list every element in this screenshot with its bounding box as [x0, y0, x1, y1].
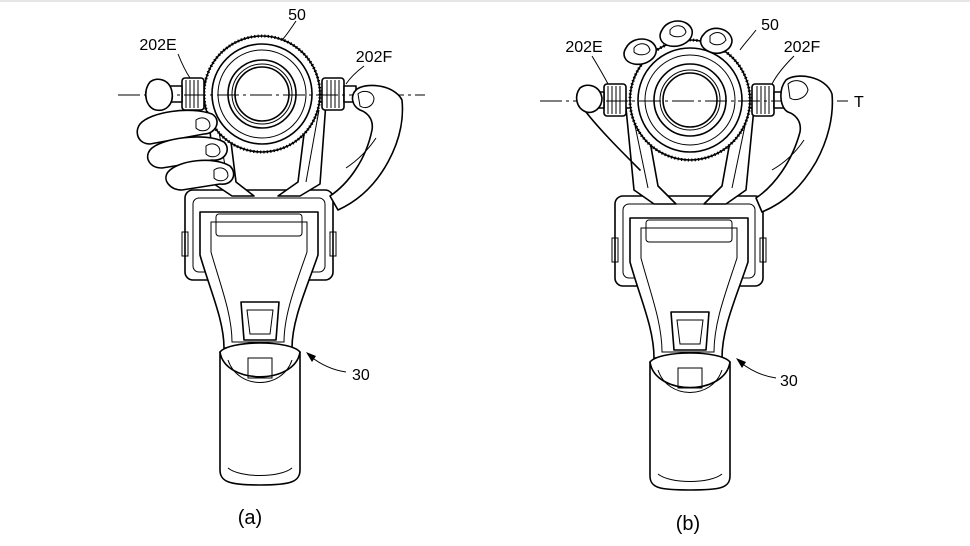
panel-b-drawing: [540, 20, 848, 491]
leader-202F-b: [771, 55, 795, 85]
leader-30-b: [739, 361, 777, 379]
grip-body-b: [611, 195, 767, 491]
label-axis-T: T: [854, 94, 864, 111]
leader-50-a: [281, 20, 297, 41]
top-fingers-b: [623, 20, 733, 66]
leader-50-b: [739, 29, 757, 51]
label-grip-a: 30: [352, 367, 370, 384]
label-202E-b: 202E: [565, 39, 602, 56]
label-lens-a: 50: [288, 7, 306, 24]
label-202F-b: 202F: [784, 39, 821, 56]
grip-body-a: [181, 189, 337, 486]
label-lens-b: 50: [761, 17, 779, 34]
caption-a: (a): [238, 507, 262, 529]
lens-b: [628, 38, 752, 162]
left-hand-b: [575, 84, 641, 171]
panel-a-drawing: [118, 20, 425, 486]
right-hand-a: [329, 84, 404, 211]
arrowhead-30-a: [306, 352, 316, 362]
lens-a: [202, 34, 322, 154]
knob-202E-a: [169, 77, 205, 111]
leader-202E-a: [177, 53, 191, 79]
leader-30-a: [309, 355, 347, 373]
arrowhead-30-b: [736, 358, 746, 368]
right-hand-b: [755, 75, 834, 213]
leader-202F-a: [345, 65, 365, 85]
label-202E-a: 202E: [139, 37, 176, 54]
knob-202F-a: [321, 77, 357, 111]
left-hand-a: [136, 78, 235, 191]
label-grip-b: 30: [780, 373, 798, 390]
caption-b: (b): [676, 513, 700, 535]
leader-202E-b: [591, 55, 609, 85]
label-202F-a: 202F: [356, 49, 393, 66]
